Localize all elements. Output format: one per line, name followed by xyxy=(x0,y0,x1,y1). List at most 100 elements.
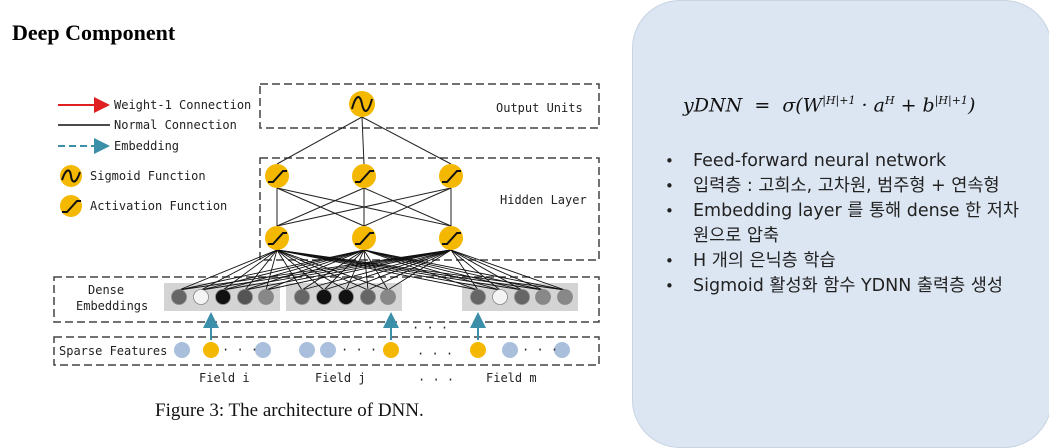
connection-line xyxy=(265,249,365,291)
ellipsis-sparse-mid: · · · xyxy=(417,347,453,361)
connection-line xyxy=(276,249,566,291)
output-layer-label: Output Units xyxy=(496,101,583,115)
connection-line xyxy=(363,249,544,291)
connection-line xyxy=(244,249,278,291)
hidden-nodes xyxy=(265,164,463,250)
sparse-node xyxy=(320,342,336,358)
formula-sigma: σ(W xyxy=(782,94,823,117)
formula-sup3: |H|+1 xyxy=(934,94,968,107)
bullet-item: Feed-forward neural network xyxy=(665,149,1025,174)
dense-nodes xyxy=(171,289,573,305)
hidden-layer-box xyxy=(259,157,600,261)
sparse-node xyxy=(174,342,190,358)
dense-node xyxy=(171,289,187,305)
connection-line xyxy=(276,249,325,291)
dense-embeddings-box xyxy=(53,276,600,323)
summary-panel: yDNN = σ(W|H|+1 · aH + b|H|+1) Feed-forw… xyxy=(632,0,1049,448)
connection-line xyxy=(276,249,389,291)
connection-line xyxy=(276,249,501,291)
connection-line xyxy=(200,249,452,291)
dense-node xyxy=(316,289,332,305)
hidden-node xyxy=(439,226,463,250)
field-i-label: Field i xyxy=(199,371,250,385)
hidden-node xyxy=(265,164,289,188)
ellipsis-sparse-j: · · · xyxy=(341,343,377,357)
connection-line xyxy=(222,249,278,291)
connection-line xyxy=(363,249,369,291)
connection-line xyxy=(276,249,369,291)
connection-line xyxy=(276,187,452,227)
bullet-list: Feed-forward neural network 입력층 : 고희소, 고… xyxy=(665,149,1025,299)
formula-sup2: H xyxy=(884,94,895,107)
connection-line xyxy=(200,249,278,291)
sparse-node xyxy=(554,342,570,358)
sparse-node xyxy=(299,342,315,358)
dense-node xyxy=(294,289,310,305)
legend-sigmoid-icon xyxy=(60,165,82,187)
formula-close: ) xyxy=(967,94,976,117)
connection-line xyxy=(450,249,544,291)
hidden-node xyxy=(265,226,289,250)
connection-line xyxy=(276,116,363,165)
connection-line xyxy=(345,249,365,291)
connection-line xyxy=(450,249,566,291)
ellipsis-sparse-m: · · · xyxy=(522,343,558,357)
connection-line xyxy=(222,249,365,291)
dense-node xyxy=(193,289,209,305)
connection-line xyxy=(276,249,544,291)
sparse-node xyxy=(255,342,271,358)
formula-eq: = xyxy=(754,94,771,117)
hidden-node xyxy=(352,164,376,188)
connection-line xyxy=(323,249,365,291)
legend-sigmoid-label: Sigmoid Function xyxy=(90,169,206,183)
legend-activation-label: Activation Function xyxy=(90,199,227,213)
legend-normal-label: Normal Connection xyxy=(114,118,237,132)
connection-line xyxy=(450,249,523,291)
dense-node xyxy=(470,289,486,305)
dense-node xyxy=(380,289,396,305)
legend-activation-icon xyxy=(60,195,82,217)
connection-line xyxy=(276,187,365,227)
connection-line xyxy=(363,249,501,291)
connection-line xyxy=(244,249,365,291)
hidden-layer-label: Hidden Layer xyxy=(500,193,587,207)
connection-line xyxy=(265,249,452,291)
connection-line xyxy=(361,116,452,165)
sparse-nodes xyxy=(174,342,570,358)
dense-node xyxy=(557,289,573,305)
connection-line xyxy=(276,249,347,291)
bullet-item: Embedding layer 를 통해 dense 한 저차원으로 압축 xyxy=(665,199,1025,249)
connection-line xyxy=(200,249,365,291)
formula-mid: · a xyxy=(855,94,885,117)
legend-weight-label: Weight-1 Connection xyxy=(114,98,251,112)
ydnn-formula: yDNN = σ(W|H|+1 · aH + b|H|+1) xyxy=(683,94,975,116)
connection-line xyxy=(265,249,278,291)
connection-line xyxy=(363,187,452,227)
dense-label-line2: Embeddings xyxy=(76,299,148,313)
embedding-arrows xyxy=(203,312,486,340)
sparse-node xyxy=(203,342,219,358)
connection-line xyxy=(244,249,452,291)
section-title: Deep Component xyxy=(12,20,176,45)
connection-line xyxy=(361,116,365,165)
dense-node xyxy=(360,289,376,305)
sparse-node xyxy=(502,342,518,358)
ellipsis-dense: · · · xyxy=(412,321,448,335)
dense-label-line1: Dense xyxy=(88,283,124,297)
connection-line xyxy=(276,249,303,291)
formula-sup1: |H|+1 xyxy=(822,94,856,107)
bullet-item: Sigmoid 활성화 함수 YDNN 출력층 생성 xyxy=(665,274,1025,299)
connection-line xyxy=(276,249,523,291)
connection-line xyxy=(450,249,501,291)
connection-line xyxy=(178,249,278,291)
dense-node xyxy=(492,289,508,305)
dense-node xyxy=(535,289,551,305)
dense-node xyxy=(215,289,231,305)
hidden-node xyxy=(439,164,463,188)
dense-node xyxy=(258,289,274,305)
sparse-node xyxy=(470,342,486,358)
ellipsis-fields: · · · xyxy=(418,373,454,387)
connection-line xyxy=(276,249,479,291)
connection-line xyxy=(222,249,452,291)
sparse-features-label: Sparse Features xyxy=(59,344,167,358)
